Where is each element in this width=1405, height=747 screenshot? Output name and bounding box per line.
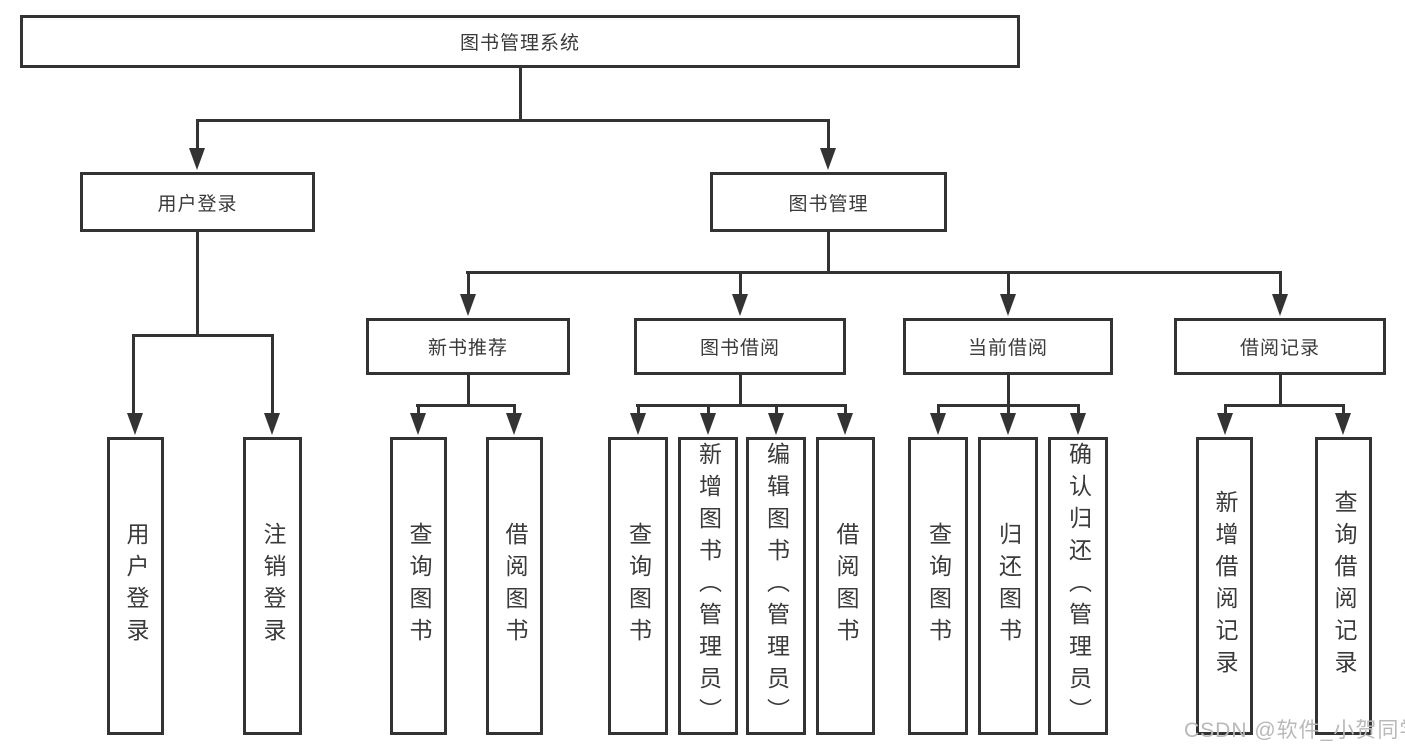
leaf-add-books-admin-label: 新增图书（管理员） xyxy=(695,442,722,730)
connector-line xyxy=(1007,375,1010,406)
leaf-edit-books-admin: 编辑图书（管理员） xyxy=(746,437,806,735)
node-new-book-recommend-label: 新书推荐 xyxy=(427,338,508,359)
leaf-query-books-recommend: 查询图书 xyxy=(390,437,447,735)
node-user-login: 用户登录 xyxy=(80,172,315,232)
connector-line xyxy=(132,334,274,337)
connector-line xyxy=(467,375,470,406)
leaf-user-login: 用户登录 xyxy=(107,437,164,735)
connector-line xyxy=(466,271,1282,274)
connector-line xyxy=(775,404,778,415)
leaf-add-books-admin: 新增图书（管理员） xyxy=(678,437,738,735)
connector-line xyxy=(739,271,742,296)
connector-line xyxy=(637,404,640,415)
arrow-down-icon xyxy=(1000,294,1016,316)
node-borrow-records-label: 借阅记录 xyxy=(1239,338,1320,359)
leaf-query-books-borrow: 查询图书 xyxy=(608,437,668,735)
leaf-user-login-label: 用户登录 xyxy=(123,522,149,650)
arrow-down-icon xyxy=(460,294,476,316)
node-book-management: 图书管理 xyxy=(710,172,947,232)
connector-line xyxy=(1007,271,1010,296)
leaf-query-books-current: 查询图书 xyxy=(908,437,968,735)
connector-line xyxy=(417,404,420,415)
node-user-login-label: 用户登录 xyxy=(157,193,238,215)
arrow-down-icon xyxy=(732,294,748,316)
arrow-down-icon xyxy=(1335,413,1351,435)
leaf-borrow-books-recommend: 借阅图书 xyxy=(486,437,543,735)
arrow-down-icon xyxy=(837,413,853,435)
node-root-label: 图书管理系统 xyxy=(459,33,580,54)
node-current-borrow: 当前借阅 xyxy=(903,318,1113,375)
arrow-down-icon xyxy=(1000,413,1016,435)
connector-line xyxy=(1224,404,1345,407)
connector-line xyxy=(519,67,522,121)
leaf-query-books-borrow-label: 查询图书 xyxy=(625,522,652,650)
connector-line xyxy=(196,119,199,151)
leaf-query-books-current-label: 查询图书 xyxy=(925,522,952,650)
leaf-borrow-books-label: 借阅图书 xyxy=(833,522,859,650)
node-book-management-label: 图书管理 xyxy=(788,193,869,215)
leaf-logout: 注销登录 xyxy=(243,437,302,735)
connector-line xyxy=(271,334,274,415)
leaf-query-books-recommend-label: 查询图书 xyxy=(406,522,432,650)
arrow-down-icon xyxy=(127,413,143,435)
connector-line xyxy=(937,404,940,415)
arrow-down-icon xyxy=(189,148,205,170)
leaf-edit-books-admin-label: 编辑图书（管理员） xyxy=(763,442,790,730)
leaf-query-borrow-record: 查询借阅记录 xyxy=(1315,437,1372,735)
arrow-down-icon xyxy=(1217,413,1233,435)
node-borrow-records: 借阅记录 xyxy=(1174,318,1386,375)
connector-line xyxy=(1224,404,1227,415)
node-book-borrow: 图书借阅 xyxy=(634,318,846,375)
connector-line xyxy=(1077,404,1080,415)
connector-line xyxy=(827,232,830,274)
connector-line xyxy=(1279,375,1282,406)
connector-line xyxy=(196,119,830,122)
connector-line xyxy=(636,404,847,407)
arrow-down-icon xyxy=(630,413,646,435)
connector-line xyxy=(513,404,516,415)
connector-line xyxy=(416,404,516,407)
connector-line xyxy=(1279,271,1282,296)
csdn-watermark: CSDN @软件_小贺同学 xyxy=(1184,719,1405,742)
arrow-down-icon xyxy=(264,413,280,435)
leaf-borrow-books: 借阅图书 xyxy=(816,437,875,735)
arrow-down-icon xyxy=(506,413,522,435)
arrow-down-icon xyxy=(820,148,836,170)
leaf-confirm-return-admin: 确认归还（管理员） xyxy=(1048,437,1108,735)
node-book-borrow-label: 图书借阅 xyxy=(699,338,780,359)
node-root: 图书管理系统 xyxy=(20,15,1020,68)
arrow-down-icon xyxy=(930,413,946,435)
arrow-down-icon xyxy=(1070,413,1086,435)
leaf-add-borrow-record: 新增借阅记录 xyxy=(1196,437,1253,735)
connector-line xyxy=(739,375,742,406)
arrow-down-icon xyxy=(410,413,426,435)
connector-line xyxy=(132,334,135,415)
leaf-return-books: 归还图书 xyxy=(978,437,1038,735)
connector-line xyxy=(844,404,847,415)
node-current-borrow-label: 当前借阅 xyxy=(967,338,1048,359)
leaf-borrow-books-recommend-label: 借阅图书 xyxy=(502,522,528,650)
connector-line xyxy=(1342,404,1345,415)
arrow-down-icon xyxy=(768,413,784,435)
node-new-book-recommend: 新书推荐 xyxy=(366,318,570,375)
leaf-return-books-label: 归还图书 xyxy=(995,522,1022,650)
leaf-logout-label: 注销登录 xyxy=(260,522,286,650)
connector-line xyxy=(196,232,199,337)
arrow-down-icon xyxy=(700,413,716,435)
leaf-query-borrow-record-label: 查询借阅记录 xyxy=(1331,490,1357,682)
connector-line xyxy=(1007,404,1010,415)
connector-line xyxy=(707,404,710,415)
connector-line xyxy=(827,119,830,151)
leaf-confirm-return-admin-label: 确认归还（管理员） xyxy=(1065,442,1092,730)
arrow-down-icon xyxy=(1272,294,1288,316)
connector-line xyxy=(467,271,470,296)
leaf-add-borrow-record-label: 新增借阅记录 xyxy=(1212,490,1238,682)
